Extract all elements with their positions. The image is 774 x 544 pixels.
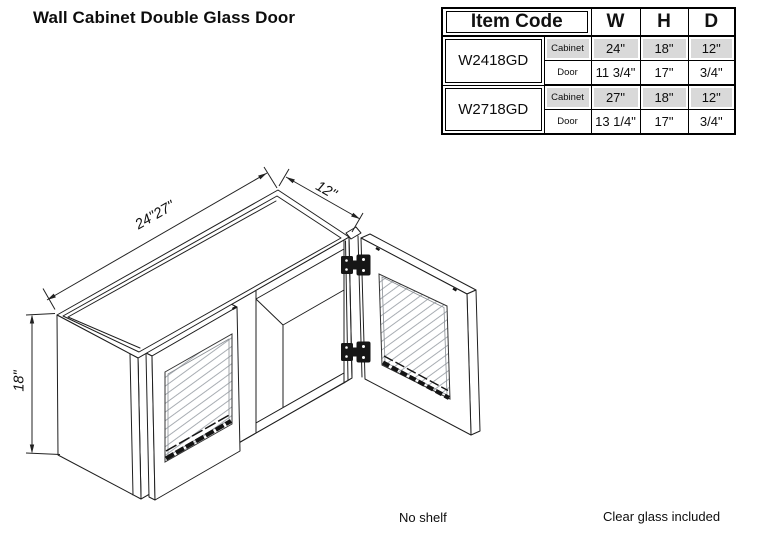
- row-label-cabinet: Cabinet: [543, 84, 592, 110]
- item-code-value: W2418GD: [445, 39, 542, 83]
- footnote-clear-glass: Clear glass included: [603, 509, 721, 524]
- cell-d: 12": [687, 84, 736, 110]
- hinge-bottom: [341, 341, 371, 363]
- cell-h: 17": [639, 60, 689, 86]
- depth-dim-label: 12": [313, 178, 340, 203]
- row-w2418gd-cabinet: W2418GD Cabinet 24" 18" 12": [441, 35, 736, 86]
- item-code-value: W2718GD: [445, 87, 542, 131]
- row-label-cabinet: Cabinet: [543, 35, 592, 61]
- row-w2718gd-door: Door 13 1/4" 17" 3/4": [442, 109, 736, 135]
- spec-header-row: Item Code W H D: [441, 7, 736, 37]
- cell-w: 11 3/4": [590, 60, 641, 86]
- left-door-closed: [145, 303, 241, 501]
- cell-w: 13 1/4": [590, 109, 641, 135]
- door-bumper: [231, 305, 237, 311]
- cell-d: 3/4": [687, 60, 736, 86]
- side-panel-left: [56, 314, 142, 500]
- page-title: Wall Cabinet Double Glass Door: [33, 8, 296, 27]
- dim-height: 18": [12, 313, 61, 455]
- door-bumper: [375, 246, 381, 252]
- cell-d: 3/4": [687, 109, 736, 135]
- item-code-cell: W2718GD: [441, 84, 545, 135]
- spec-table: Item Code W H D W2418GD Cabinet 24" 18" …: [441, 7, 736, 135]
- header-height: H: [639, 7, 689, 37]
- cell-h: 17": [639, 109, 689, 135]
- item-code-cell: W2418GD: [441, 35, 545, 86]
- header-item-code: Item Code: [441, 7, 592, 37]
- row-w2718gd-cabinet: W2718GD Cabinet 27" 18" 12": [441, 84, 736, 135]
- row-w2418gd-door: Door 11 3/4" 17" 3/4": [442, 60, 736, 86]
- row-label-door: Door: [543, 60, 592, 86]
- cell-w: 27": [590, 84, 641, 110]
- door-bumper: [452, 287, 458, 292]
- header-depth: D: [687, 7, 736, 37]
- row-label-door: Door: [543, 109, 592, 135]
- cell-d: 12": [687, 35, 736, 61]
- top-panel: [56, 189, 350, 359]
- header-width: W: [590, 7, 641, 37]
- hinge-top: [341, 254, 371, 276]
- cell-h: 18": [639, 84, 689, 110]
- height-dim-label: 18": [12, 370, 28, 392]
- footnote-no-shelf: No shelf: [399, 510, 447, 525]
- right-door-open: [357, 233, 481, 436]
- header-item-code-box: Item Code: [446, 11, 588, 33]
